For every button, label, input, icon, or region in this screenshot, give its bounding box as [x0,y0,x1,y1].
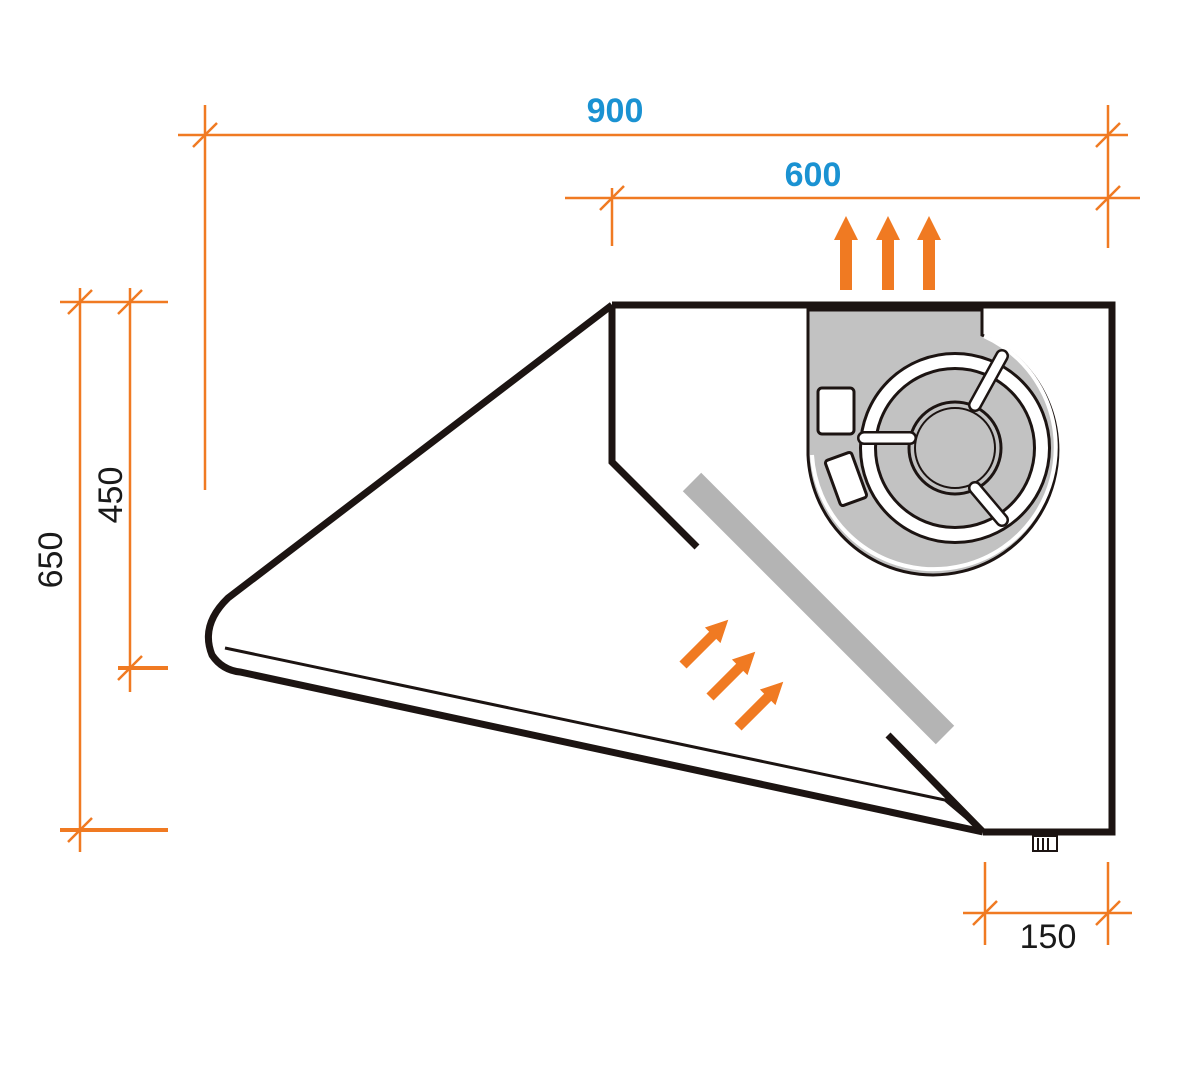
intake-arrows [679,619,784,731]
label-150: 150 [1020,918,1077,956]
arrow-up-icon [876,216,900,290]
hood-outline [204,301,1116,852]
label-650: 650 [32,532,70,589]
dimension-900 [178,105,1128,490]
capacitor-icon [823,451,869,507]
arrow-up-icon [917,216,941,290]
label-600: 600 [785,156,842,194]
connector-icon [1032,835,1058,852]
grease-filter [682,472,955,745]
arrow-diagonal-icon [706,651,756,701]
fan-assembly [806,308,1060,577]
dimension-450 [117,288,168,692]
arrow-diagonal-icon [734,681,784,731]
arrow-diagonal-icon [679,619,729,669]
dimension-150 [963,862,1132,945]
motor-icon [816,386,856,436]
arrow-up-icon [834,216,858,290]
exhaust-arrows [834,216,941,290]
dimension-600 [565,185,1140,246]
label-900: 900 [587,92,644,130]
label-450: 450 [92,467,130,524]
dimension-650 [60,288,168,852]
